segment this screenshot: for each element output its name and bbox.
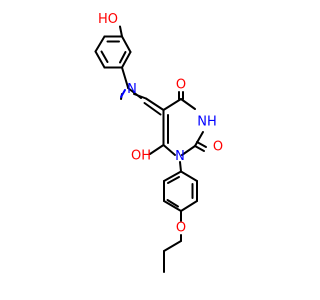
carbonyl-o4-label: O xyxy=(176,78,186,93)
phenol-ring xyxy=(94,35,132,69)
pyrimidine-ring xyxy=(162,98,204,156)
bond xyxy=(163,170,182,182)
bond xyxy=(180,98,196,110)
hydroxyl-c6-label: OH xyxy=(131,149,151,164)
bond xyxy=(133,93,147,100)
bond xyxy=(121,66,129,89)
double-bond xyxy=(194,145,205,152)
ether-oxygen-label: O xyxy=(176,221,186,236)
aromatic-bond xyxy=(166,199,179,208)
bond xyxy=(162,98,182,111)
imine-nitrogen-label: N xyxy=(127,82,137,97)
ethoxyphenyl-ring xyxy=(163,170,198,212)
bond xyxy=(163,240,182,252)
nh-label: NH xyxy=(197,115,217,130)
bond xyxy=(162,144,176,156)
bond xyxy=(121,51,132,69)
bond xyxy=(94,35,106,53)
bond xyxy=(180,200,198,212)
bond xyxy=(121,35,132,53)
hydroxyl-top-label: HO xyxy=(98,12,118,27)
bond xyxy=(120,89,126,98)
bond xyxy=(180,170,198,182)
bond xyxy=(194,131,204,147)
double-bond xyxy=(196,141,207,148)
aromatic-bond xyxy=(167,176,180,184)
ring-n1-label: N xyxy=(175,149,185,164)
aromatic-bond xyxy=(100,50,109,63)
bond xyxy=(94,50,106,69)
double-bond xyxy=(143,102,162,116)
aromatic-bond xyxy=(119,51,127,64)
bond xyxy=(181,145,196,156)
bond xyxy=(149,144,165,155)
bond xyxy=(163,200,182,212)
chemical-structure: HO N O NH O N OH O xyxy=(94,12,223,273)
bond xyxy=(119,25,123,38)
bond xyxy=(179,161,182,173)
carbonyl-o2-label: O xyxy=(213,140,223,155)
double-bond xyxy=(145,97,165,111)
